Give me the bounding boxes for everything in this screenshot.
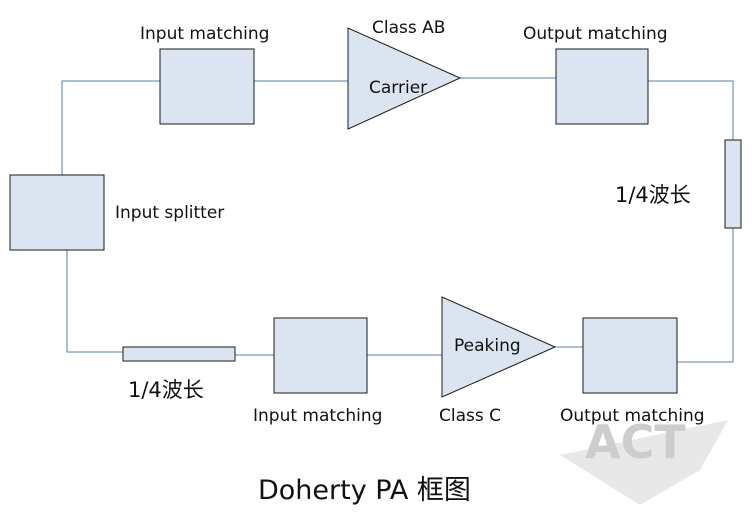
wire-splitter-to-bottom-line [66, 250, 123, 353]
carrier-label: Carrier [369, 78, 427, 98]
carrier-amplifier [347, 27, 462, 130]
quarter-wave-right-label: 1/4波长 [615, 183, 691, 207]
peaking-label: Peaking [454, 336, 521, 356]
output-matching-bottom-label: Output matching [560, 406, 705, 426]
wire-splitter-to-top-input [61, 80, 160, 175]
input-splitter-block [9, 174, 105, 251]
class-ab-label: Class AB [372, 18, 445, 38]
input-splitter-label: Input splitter [115, 203, 224, 223]
wire-quarter-wave-to-bottom-output [677, 228, 734, 363]
peaking-amplifier [441, 296, 557, 398]
output-matching-bottom-block [582, 317, 678, 394]
diagram-title: Doherty PA 框图 [258, 475, 471, 506]
output-matching-top-label: Output matching [523, 24, 668, 44]
class-c-label: Class C [439, 406, 501, 426]
input-matching-top-label: Input matching [140, 24, 269, 44]
quarter-wave-bottom-line [122, 346, 236, 362]
svg-text:ACT: ACT [585, 415, 686, 469]
input-matching-bottom-block [273, 317, 368, 394]
input-matching-top-block [159, 48, 255, 125]
wire-top-output-to-quarter-wave [648, 80, 734, 140]
act-watermark-logo: ACT [560, 415, 728, 505]
input-matching-bottom-label: Input matching [253, 406, 382, 426]
quarter-wave-right-line [724, 139, 742, 229]
signal-wires [61, 77, 734, 363]
quarter-wave-bottom-label: 1/4波长 [128, 378, 204, 402]
output-matching-top-block [555, 48, 649, 125]
